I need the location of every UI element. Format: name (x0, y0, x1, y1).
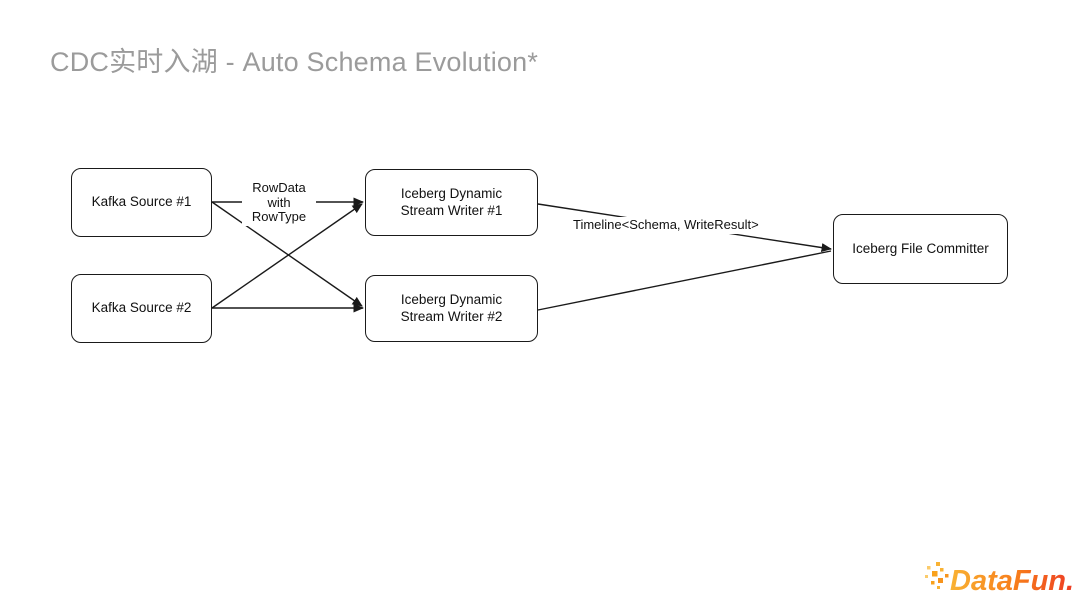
node-iceberg-dynamic-stream-writer-2: Iceberg Dynamic Stream Writer #2 (365, 275, 538, 342)
node-iceberg-dynamic-stream-writer-1: Iceberg Dynamic Stream Writer #1 (365, 169, 538, 236)
edge-label-rowdata-with-rowtype: RowData with RowType (242, 180, 316, 226)
node-label: Kafka Source #2 (91, 300, 192, 316)
edge-kafka2-writer1 (211, 203, 363, 309)
logo-pixel-squares (925, 562, 949, 589)
edge-label-line: RowData (252, 180, 306, 195)
logo-text: DataFun. (950, 565, 1072, 597)
edge-writer2-committer (537, 250, 832, 311)
edge-label-timeline-schema-writeresult: Timeline<Schema, WriteResult> (571, 217, 761, 234)
datafun-logo: DataFun. (924, 554, 1074, 602)
datafun-logo-graphic: DataFun. (925, 562, 1074, 597)
page-title: CDC实时入湖 - Auto Schema Evolution* (50, 47, 539, 77)
node-label: Iceberg Dynamic Stream Writer #2 (400, 291, 503, 324)
node-label: Iceberg File Committer (852, 240, 989, 256)
node-kafka-source-2: Kafka Source #2 (71, 274, 212, 343)
edge-label-line: with (267, 194, 291, 210)
node-label: Iceberg Dynamic Stream Writer #1 (400, 185, 503, 218)
node-iceberg-file-committer: Iceberg File Committer (833, 214, 1008, 284)
edge-label-line: RowType (251, 209, 307, 225)
edge-kafka1-writer2 (211, 201, 363, 307)
node-kafka-source-1: Kafka Source #1 (71, 168, 212, 237)
node-label: Kafka Source #1 (91, 194, 192, 210)
